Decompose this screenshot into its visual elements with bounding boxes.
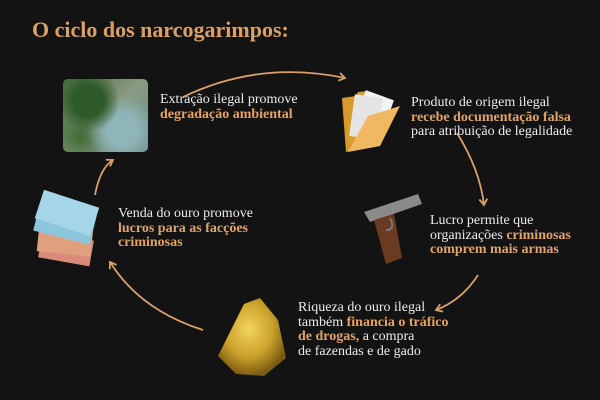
step-highlight: recebe documentação falsa	[411, 109, 571, 125]
step-sales-text: Venda do ouro promove lucros para as fac…	[118, 206, 253, 251]
step-highlight: criminosas	[506, 227, 571, 243]
step-text-line: Extração ilegal promove	[160, 92, 298, 107]
banknotes-icon	[33, 190, 100, 267]
arrow-gold-to-sales	[108, 260, 204, 331]
step-highlight: comprem mais armas	[430, 242, 559, 257]
step-text-line: Lucro permite que	[430, 213, 534, 228]
step-text-line: para atribuição de legalidade	[411, 124, 573, 139]
step-highlight: degradação ambiental	[160, 106, 293, 122]
arrow-documentation-to-weapons	[456, 132, 489, 207]
step-extraction-text: Extração ilegal promove degradação ambie…	[160, 92, 298, 122]
forest-aerial-photo	[63, 79, 148, 152]
step-weapons-text: Lucro permite que organizações criminosa…	[430, 213, 571, 258]
step-text-line: Venda do ouro promove	[118, 206, 253, 221]
pistol-icon	[364, 194, 422, 264]
step-text-line: Riqueza do ouro ilegal	[298, 300, 426, 315]
step-text-line: a compra	[359, 329, 415, 344]
step-text-line: Produto de origem ilegal	[411, 95, 550, 110]
arrow-extraction-to-documentation	[182, 71, 347, 98]
step-text-line: de fazendas e de gado	[298, 343, 421, 359]
page-title: O ciclo dos narcogarimpos:	[32, 17, 289, 42]
arrow-sales-to-extraction	[94, 158, 115, 196]
step-documentation-text: Produto de origem ilegal recebe document…	[411, 95, 573, 140]
step-text-line: também	[298, 314, 347, 330]
step-gold-text: Riqueza do ouro ilegal também financia o…	[298, 300, 449, 359]
step-highlight: financia o tráfico	[346, 314, 449, 330]
step-highlight: lucros para as facções	[118, 220, 248, 236]
gold-nugget-icon	[218, 298, 286, 376]
step-highlight: de drogas,	[298, 329, 360, 344]
step-highlight: criminosas	[118, 235, 183, 250]
step-text-line: organizações	[430, 227, 507, 243]
folder-documents-icon	[342, 90, 400, 152]
arrow-weapons-to-gold	[434, 274, 479, 313]
